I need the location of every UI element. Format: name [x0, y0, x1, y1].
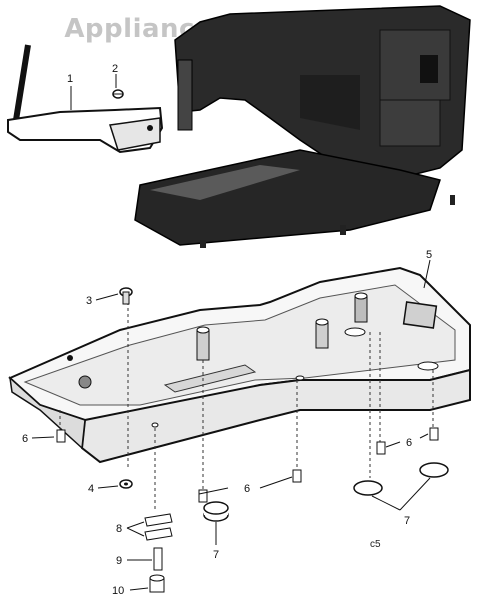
callout-1: 1 [67, 73, 73, 85]
callout-7-right: 7 [404, 515, 410, 527]
machine-head [134, 5, 471, 248]
callout-8: 8 [116, 523, 122, 535]
callout-9: 9 [116, 555, 122, 567]
callout-4: 4 [88, 483, 94, 495]
callout-6-right: 6 [406, 437, 412, 449]
foot-part-7 [203, 462, 449, 522]
assembly-lines [59, 302, 434, 512]
knee-lever-part [7, 44, 164, 154]
screw-part-6 [56, 427, 439, 503]
callout-2: 2 [112, 63, 118, 75]
nut-part-4 [119, 479, 133, 489]
screw-part-3 [119, 287, 133, 305]
callout-7-left: 7 [213, 549, 219, 561]
callout-6-left: 6 [22, 433, 28, 445]
callout-3: 3 [86, 295, 92, 307]
base-tray [8, 266, 471, 464]
cap-part-10 [149, 574, 165, 593]
clip-part-8 [144, 513, 173, 541]
callout-5: 5 [426, 249, 432, 261]
leader-lines [31, 74, 431, 591]
screw-part-2 [112, 89, 124, 99]
callout-6-bottom: 6 [244, 483, 250, 495]
pin-part-9 [153, 547, 163, 571]
callout-labels: 1 2 3 4 5 6 6 6 7 7 8 9 10 c5 [22, 63, 432, 597]
callout-10: 10 [112, 585, 124, 597]
figure-code: c5 [370, 539, 381, 550]
